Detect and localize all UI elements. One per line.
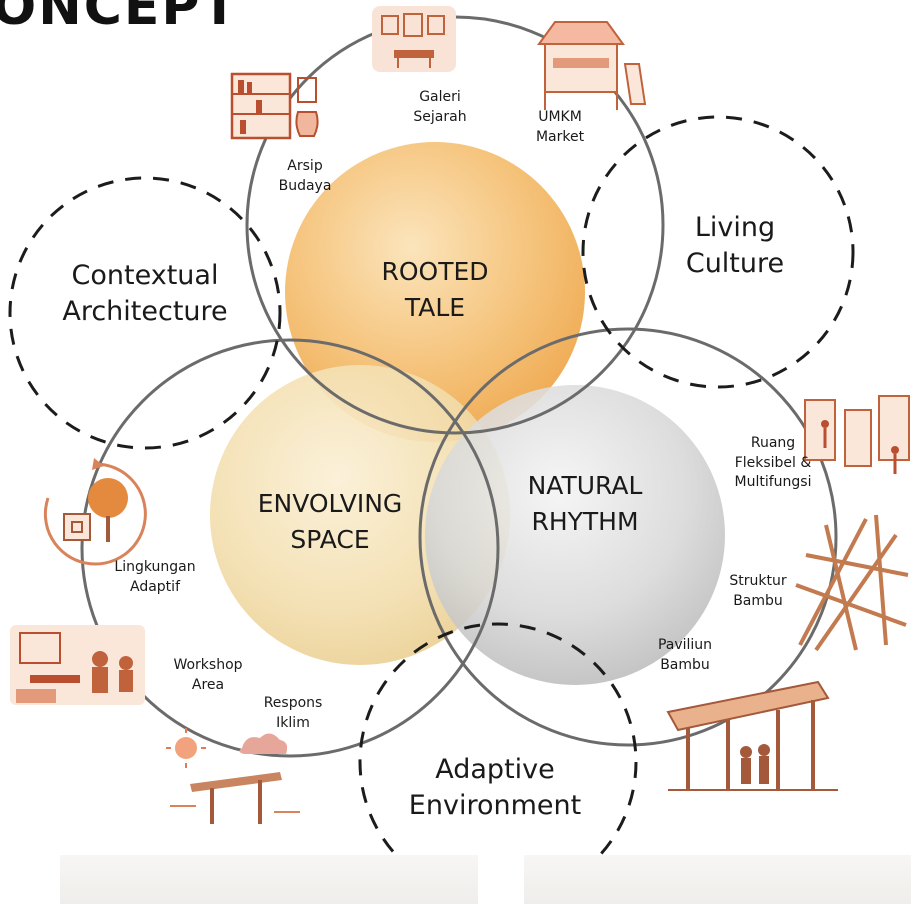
workshop-area-label: Workshop Area <box>173 657 243 693</box>
respons-iklim-label: Respons Iklim <box>263 695 323 731</box>
rooted-tale-label: ROOTED TALE <box>381 257 489 323</box>
page-title: ONCEPT <box>0 0 239 37</box>
adaptive-dashed-circle <box>358 622 638 902</box>
evolving-space-circle <box>210 365 510 665</box>
natural-rhythm-label: NATURAL RHYTHM <box>527 471 643 537</box>
climate-response-sketch-icon <box>166 728 300 824</box>
arsip-budaya-label: Arsip Budaya <box>278 158 332 194</box>
living-dashed-circle <box>581 115 855 389</box>
adaptive-environment-label: Adaptive Environment <box>408 754 582 822</box>
bottom-band-gap <box>478 850 524 904</box>
contextual-architecture-label: Contextual Architecture <box>62 260 228 328</box>
evolving-ring <box>80 338 500 758</box>
bamboo-pavilion-sketch-icon <box>666 680 838 791</box>
umkm-market-label: UMKM Market <box>535 109 585 145</box>
bamboo-structure-sketch-icon <box>795 514 909 652</box>
ruang-fleksibel-label: Ruang Fleksibel & Multifungsi <box>734 435 812 491</box>
gallery-sketch-icon <box>372 6 456 72</box>
paviliun-bambu-label: Paviliun Bambu <box>657 637 713 673</box>
living-culture-label: Living Culture <box>685 212 785 280</box>
bookshelf-sketch-icon <box>230 72 319 140</box>
lingkungan-adaptif-label: Lingkungan Adaptif <box>114 559 196 595</box>
workshop-sketch-icon <box>10 625 145 705</box>
evolving-space-label: ENVOLVING SPACE <box>257 489 403 555</box>
market-stall-sketch-icon <box>537 21 647 110</box>
flexible-room-sketch-icon <box>804 395 910 474</box>
adaptive-cycle-sketch-icon <box>43 458 147 566</box>
struktur-bambu-label: Struktur Bambu <box>729 573 787 609</box>
natural-ring <box>418 327 838 747</box>
natural-rhythm-circle <box>425 385 725 685</box>
contextual-dashed-circle <box>8 176 282 450</box>
galeri-sejarah-label: Galeri Sejarah <box>413 89 467 125</box>
